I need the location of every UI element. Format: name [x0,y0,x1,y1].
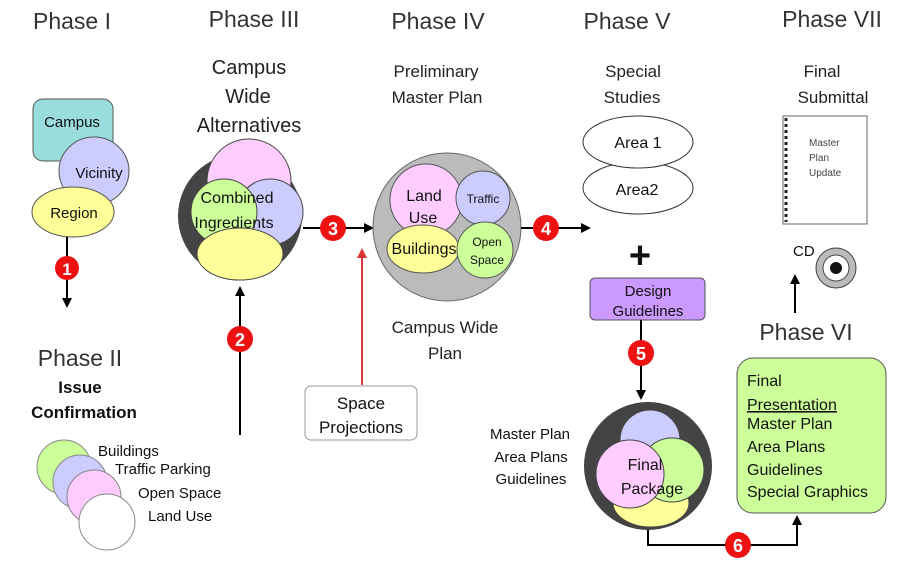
alternatives-circle: Combined Ingredients [178,138,304,281]
final-package-circle: Final Package [584,402,712,530]
space-projections-line1: Space [337,394,385,413]
presentation-title: Presentation [747,397,837,414]
cd-icon [815,247,857,289]
phase-2-item-traffic: Traffic Parking [115,461,211,478]
phase-5-line1: Special [605,62,661,81]
arrow-6 [647,515,802,546]
space-projections-line2: Projections [319,418,403,437]
preliminary-plan-circle: Land Use Traffic Buildings Open Space [372,152,522,302]
step-6-badge: 6 [725,532,751,558]
phase-2-title: Phase II [38,345,122,371]
doc-update: Update [809,168,842,179]
buildings-label: Buildings [392,241,457,258]
region-ellipse [31,186,115,238]
phase-7-line2: Submittal [798,88,869,107]
phase-4-line2: Master Plan [392,88,483,107]
final-package-label-master-plan: Master Plan [490,426,570,443]
step-2-badge: 2 [227,326,253,352]
phase-2-item-open-space: Open Space [138,485,221,502]
guidelines-label: Guidelines [613,303,684,320]
step-1-badge: 1 [55,256,79,280]
combined-label: Combined [201,190,274,207]
phase-2-sub1: Issue [58,378,101,397]
phase-1-cluster: Campus Vicinity Region [31,98,130,238]
presentation-special-graphics: Special Graphics [747,484,868,501]
final-label: Final [628,457,663,474]
phase-7-title: Phase VII [782,6,882,32]
step-3-badge: 3 [320,215,346,241]
step-4-badge: 4 [533,215,559,241]
campus-label: Campus [44,114,100,131]
phase-5-line2: Studies [604,88,661,107]
final-package-label-area-plans: Area Plans [494,449,567,466]
phase-4-line1: Preliminary [393,62,479,81]
vicinity-label: Vicinity [75,165,123,182]
phase-5-title: Phase V [584,8,672,34]
phase-2-sub2: Confirmation [31,403,137,422]
presentation-master-plan: Master Plan [747,416,832,433]
phase-2-item-buildings: Buildings [98,443,159,460]
campus-wide-plan-line2: Plan [428,344,462,363]
area-1-label: Area 1 [614,135,661,152]
traffic-label: Traffic [467,192,500,206]
area-2-label: Area2 [616,182,659,199]
land-use-label-2: Use [409,210,438,227]
svg-text:1: 1 [62,260,71,279]
document-icon: Master Plan Update [782,115,868,225]
svg-text:3: 3 [328,219,338,239]
area-1-ellipse [582,115,694,169]
space-label: Space [470,253,504,267]
phase-3-line3: Alternatives [197,115,302,137]
plus-sign: + [629,235,651,277]
svg-text:4: 4 [541,219,551,239]
final-presentation-box [736,357,887,514]
region-label: Region [50,205,98,222]
phase-2-item-land-use: Land Use [148,508,212,525]
ingredients-label: Ingredients [194,215,273,232]
campus-wide-plan-line1: Campus Wide [392,318,499,337]
phase-2-stack [36,439,136,551]
open-label: Open [472,235,501,249]
land-use-label-1: Land [406,188,442,205]
phase-7-line1: Final [804,62,841,81]
presentation-final: Final [747,373,782,390]
phase-1-title: Phase I [33,8,111,34]
presentation-area-plans: Area Plans [747,439,825,456]
svg-text:6: 6 [733,536,743,556]
design-guidelines-box [589,277,706,321]
phase-3-line2: Wide [225,86,271,108]
step-5-badge: 5 [628,340,654,366]
phase-6-title: Phase VI [759,319,852,345]
space-projections-box [304,385,418,441]
presentation-guidelines: Guidelines [747,462,823,479]
phase-4-title: Phase IV [391,8,485,34]
phase-3-line1: Campus [212,57,286,79]
package-label: Package [621,481,683,498]
cd-label: CD [793,243,815,260]
doc-master: Master [809,138,840,149]
design-label: Design [625,283,672,300]
svg-text:5: 5 [636,344,646,364]
final-package-label-guidelines: Guidelines [496,471,567,488]
phase-3-title: Phase III [209,6,300,32]
doc-plan: Plan [809,153,829,164]
svg-text:2: 2 [235,330,245,350]
